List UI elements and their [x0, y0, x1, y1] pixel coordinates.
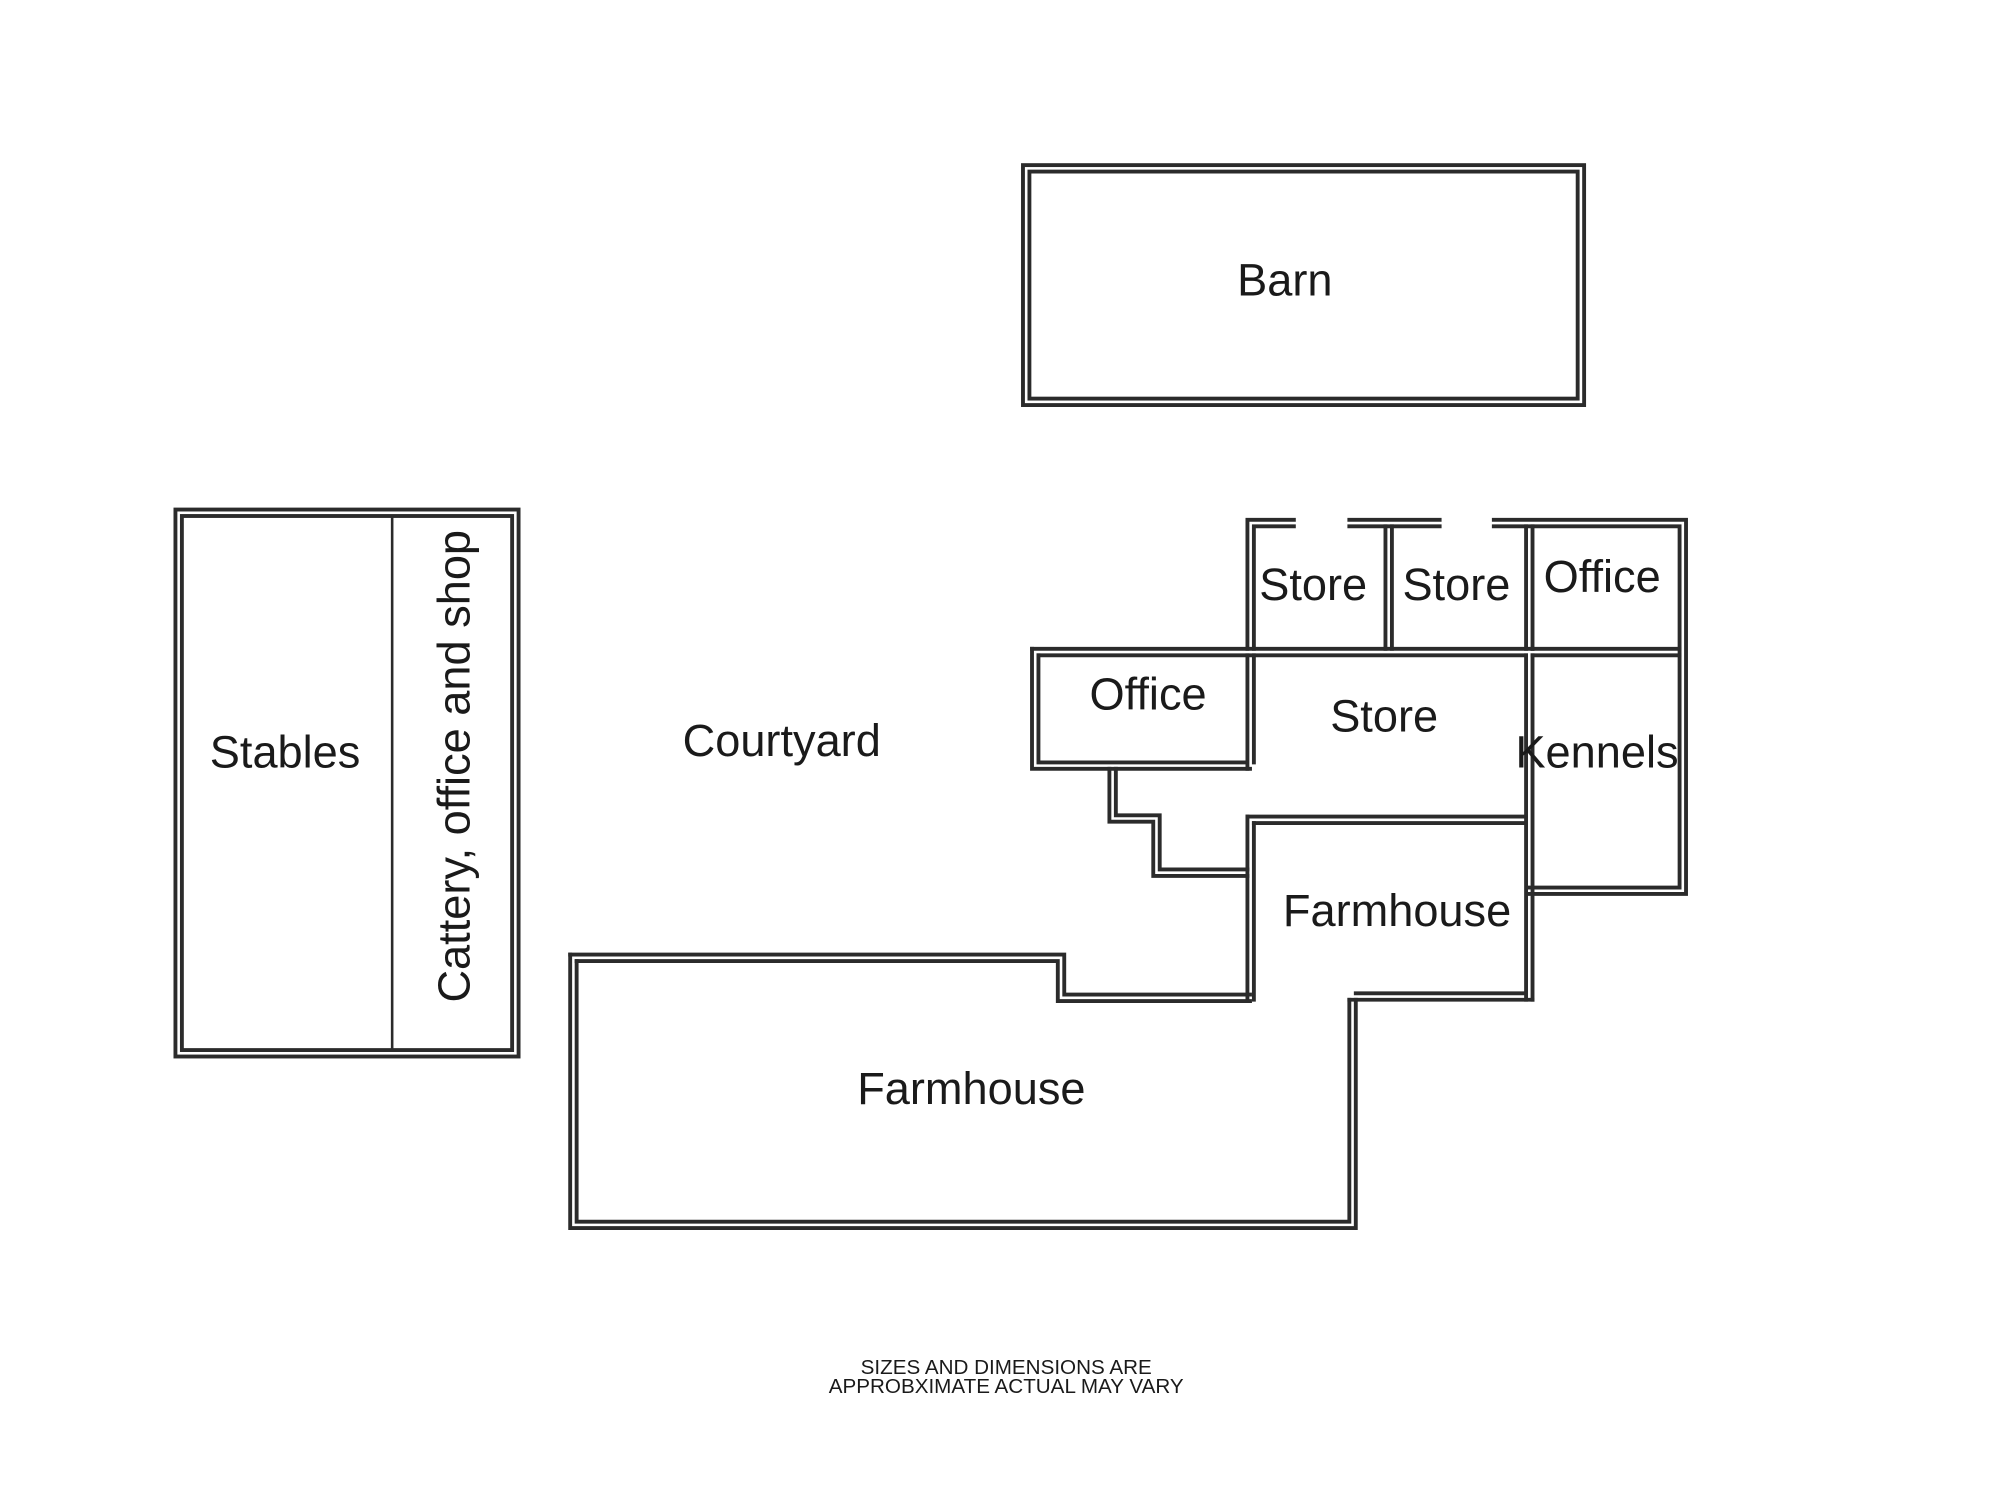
office-top-right-label: Office — [1544, 551, 1661, 602]
store-top-left-label: Store — [1259, 559, 1367, 610]
store-mid-label: Store — [1330, 690, 1438, 741]
farmhouse-upper-label: Farmhouse — [1283, 885, 1511, 936]
courtyard-label: Courtyard — [683, 715, 881, 766]
disclaimer-line-2: APPROBXIMATE ACTUAL MAY VARY — [829, 1375, 1184, 1398]
barn-label: Barn — [1237, 254, 1332, 305]
middle-row-rooms — [1030, 646, 1535, 1002]
barn-building — [1021, 163, 1587, 407]
farmhouse-lower-label: Farmhouse — [857, 1063, 1085, 1114]
kennels-label: Kennels — [1515, 727, 1678, 778]
store-top-mid-label: Store — [1402, 559, 1510, 610]
disclaimer-line-1: SIZES AND DIMENSIONS ARE — [861, 1356, 1152, 1379]
farmhouse-lower-building — [568, 952, 1358, 1231]
stables-building — [173, 507, 521, 1059]
office-mid-label: Office — [1090, 668, 1207, 719]
farmhouse-upper-walls — [1107, 766, 1535, 1002]
top-row-rooms — [1245, 517, 1688, 896]
cattery-label: Cattery, office and shop — [429, 530, 480, 1003]
stables-label: Stables — [210, 727, 361, 778]
